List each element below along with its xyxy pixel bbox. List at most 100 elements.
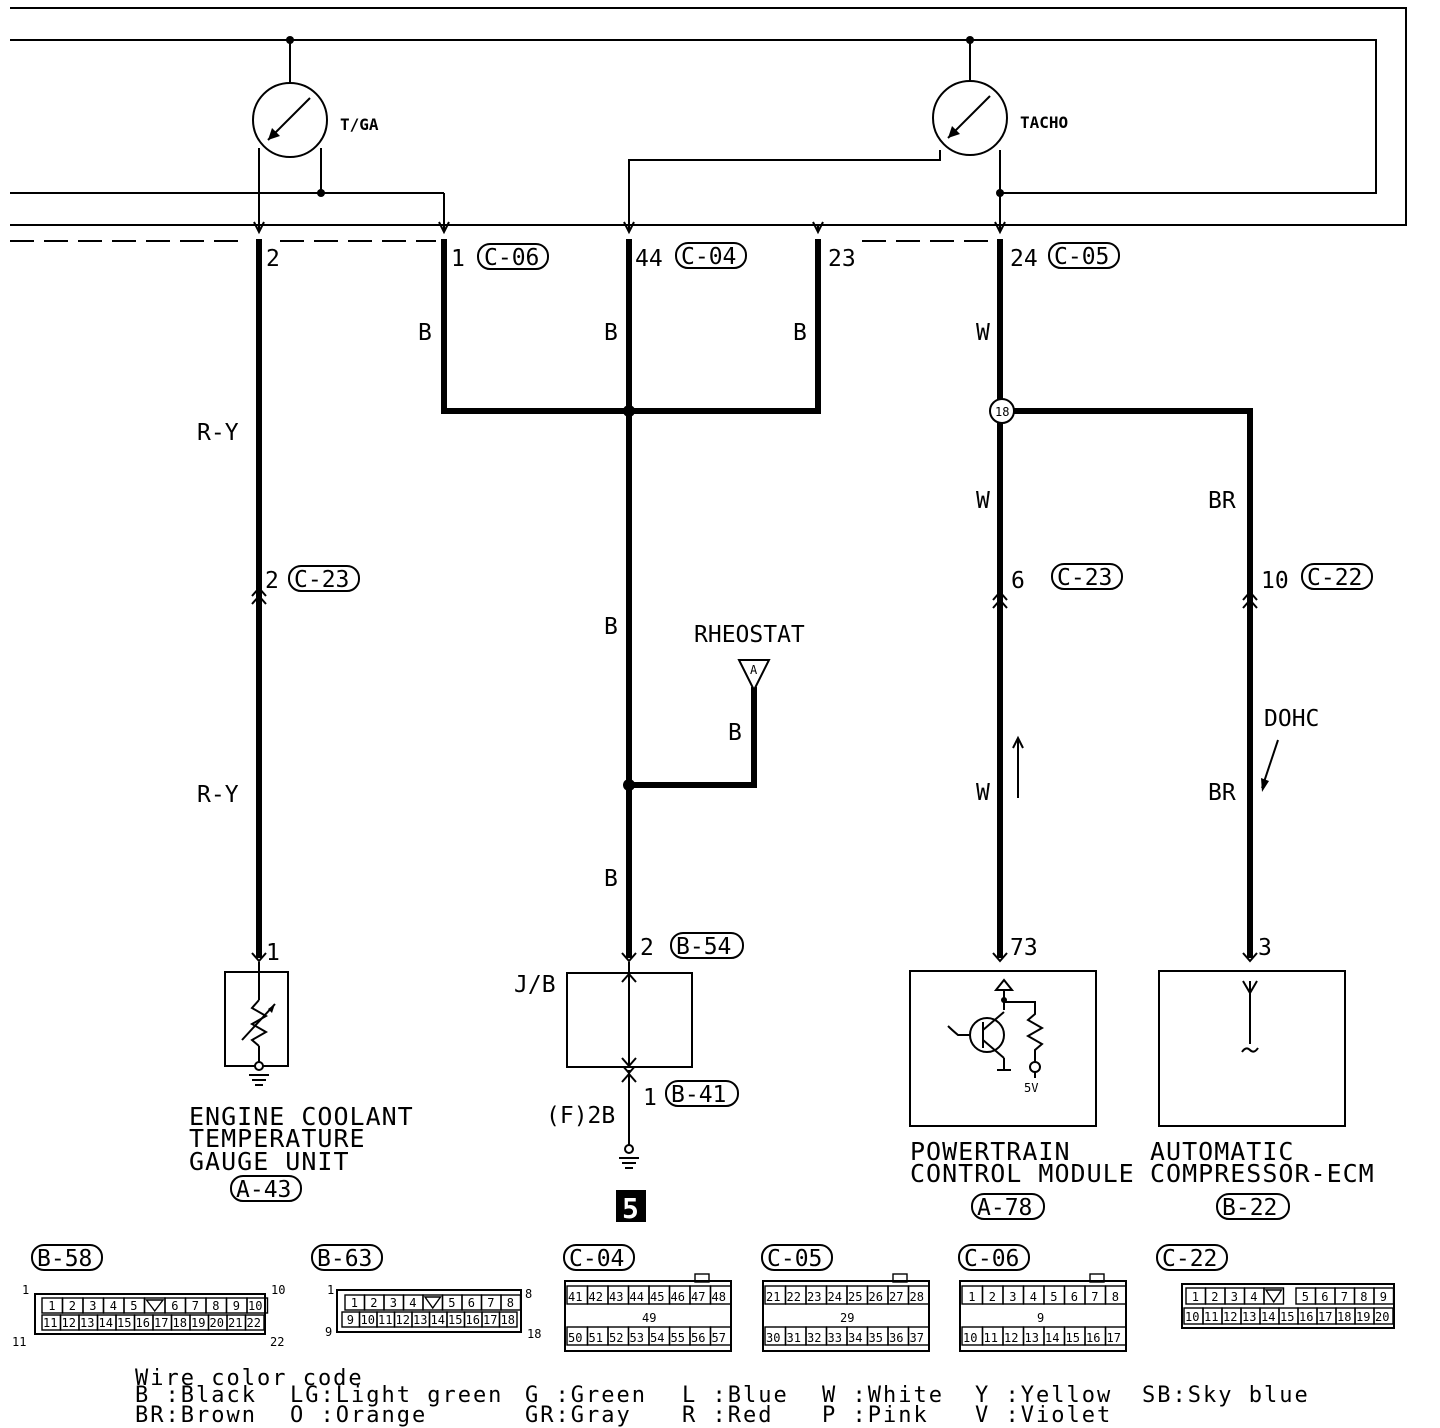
top-bus-lines — [10, 7, 1407, 242]
c05-pin: 24 — [828, 1290, 842, 1304]
c05-latch — [892, 1273, 908, 1283]
b58-pin: 15 — [117, 1316, 131, 1330]
svg-text:B: B — [604, 866, 618, 892]
b63-cell — [500, 1294, 522, 1311]
svg-text:C-23: C-23 — [1057, 565, 1112, 591]
c06-cell — [1104, 1285, 1127, 1305]
b58-pin: 10 — [248, 1299, 262, 1313]
b58-pin: 8 — [212, 1299, 219, 1313]
b63-pin: 7 — [487, 1296, 494, 1310]
b58-pin: 13 — [80, 1316, 94, 1330]
c05-pin: 37 — [910, 1331, 924, 1345]
svg-text:C-23: C-23 — [294, 567, 349, 593]
svg-text:BR: BR — [1208, 488, 1236, 514]
c05-pin: 21 — [766, 1290, 780, 1304]
svg-text:B: B — [728, 720, 742, 746]
c06-cell — [1104, 1326, 1127, 1346]
svg-text:BR:Brown: BR:Brown — [135, 1403, 257, 1428]
connector-code: C-04 — [569, 1246, 624, 1272]
b58-pin: 6 — [171, 1299, 178, 1313]
b63-pin: 11 — [378, 1313, 392, 1327]
b63-pin: 13 — [413, 1313, 427, 1327]
b58-pin: 20 — [210, 1316, 224, 1330]
svg-text:A-43: A-43 — [236, 1177, 291, 1203]
svg-text:2: 2 — [266, 246, 280, 272]
b63-pin: 9 — [347, 1313, 354, 1327]
connector-labels: 2 C-23 6 C-23 10 C-22 1 2 B-54 1 B-41 73… — [265, 563, 1373, 1111]
c04-pin: 56 — [691, 1331, 705, 1345]
c06-pin: 8 — [1112, 1290, 1119, 1304]
b63-key-mark — [423, 1296, 442, 1310]
c05-pin: 33 — [828, 1331, 842, 1345]
c05-pin: 28 — [910, 1290, 924, 1304]
b58-pin: 9 — [233, 1299, 240, 1313]
svg-text:GR:Gray: GR:Gray — [525, 1403, 632, 1428]
b63-pin: 5 — [448, 1296, 455, 1310]
c22-pin: 1 — [1192, 1290, 1199, 1304]
c04-cell — [709, 1326, 732, 1346]
connector-code: C-05 — [767, 1246, 822, 1272]
b63-pin: 15 — [448, 1313, 462, 1327]
c04-pin: 51 — [589, 1331, 603, 1345]
svg-text:1: 1 — [266, 940, 280, 966]
c22-pin: 2 — [1211, 1290, 1218, 1304]
b58-corner-label: 10 — [271, 1283, 285, 1297]
c05-pin: 26 — [869, 1290, 883, 1304]
b58-pin: 17 — [154, 1316, 168, 1330]
c04-pin: 48 — [712, 1290, 726, 1304]
b58-pin: 1 — [48, 1299, 55, 1313]
b63-cell — [498, 1311, 518, 1328]
c05-pin: 22 — [787, 1290, 801, 1304]
c05-pin: 27 — [889, 1290, 903, 1304]
svg-text:C-05: C-05 — [1054, 244, 1109, 270]
svg-text:23: 23 — [828, 246, 856, 272]
b63-pin: 6 — [468, 1296, 475, 1310]
svg-text:W: W — [976, 488, 990, 514]
c04-housing — [564, 1280, 732, 1352]
svg-text:C-04: C-04 — [681, 244, 736, 270]
svg-text:P :Pink: P :Pink — [822, 1403, 929, 1428]
c22-pin: 10 — [1185, 1310, 1199, 1324]
ect-gauge-unit: ENGINE COOLANT TEMPERATURE GAUGE UNIT A-… — [189, 962, 413, 1203]
svg-text:C-22: C-22 — [1307, 565, 1362, 591]
b58-pin: 12 — [62, 1316, 76, 1330]
c06-housing — [959, 1280, 1127, 1352]
b58-pin: 11 — [43, 1316, 57, 1330]
b63-pin: 8 — [507, 1296, 514, 1310]
c22-pin: 20 — [1375, 1310, 1389, 1324]
b58-pin: 21 — [228, 1316, 242, 1330]
b58-corner-label: 1 — [22, 1283, 29, 1297]
b63-corner-label: 8 — [525, 1287, 532, 1301]
c22-pin: 3 — [1231, 1290, 1238, 1304]
svg-text:A-78: A-78 — [977, 1195, 1032, 1221]
junction-block: J/B (F)2B 5 — [514, 962, 693, 1225]
c06-pin: 16 — [1086, 1331, 1100, 1345]
b63-pin: 18 — [501, 1313, 515, 1327]
c22-pin: 13 — [1242, 1310, 1256, 1324]
c06-pin: 11 — [984, 1331, 998, 1345]
connector-code-tag — [563, 1244, 635, 1271]
svg-text:B :Black: B :Black — [135, 1383, 257, 1408]
c06-pin: 2 — [989, 1290, 996, 1304]
svg-text:SB:Sky blue: SB:Sky blue — [1142, 1383, 1310, 1408]
connector-code-tag — [761, 1244, 833, 1271]
svg-text:W :White: W :White — [822, 1383, 944, 1408]
b58-corner-label: 22 — [270, 1335, 284, 1349]
svg-text:Y :Yellow: Y :Yellow — [975, 1383, 1112, 1408]
signal-arrow — [1012, 735, 1024, 798]
c04-pin: 45 — [650, 1290, 664, 1304]
c22-cell — [1373, 1307, 1394, 1325]
ect-name-line2: TEMPERATURE — [189, 1124, 366, 1153]
svg-text:10: 10 — [1261, 568, 1289, 594]
b63-pin: 1 — [351, 1296, 358, 1310]
connector-code: B-58 — [37, 1246, 92, 1272]
connector-code: C-06 — [964, 1246, 1019, 1272]
c04-pin: 52 — [609, 1331, 623, 1345]
c22-cell — [1263, 1287, 1285, 1305]
c22-pin: 12 — [1223, 1310, 1237, 1324]
c04-pin: 54 — [650, 1331, 664, 1345]
c04-pin: 43 — [609, 1290, 623, 1304]
svg-text:44: 44 — [635, 246, 663, 272]
b58-pin: 2 — [69, 1299, 76, 1313]
tacho-gauge-label: TACHO — [1020, 113, 1068, 132]
